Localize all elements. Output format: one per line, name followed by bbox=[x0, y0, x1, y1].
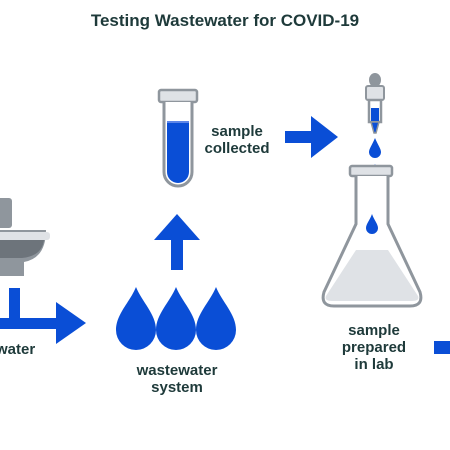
arrow-icon bbox=[285, 116, 338, 158]
sample-prepared-label: sample prepared in lab bbox=[341, 322, 407, 373]
dropper-icon bbox=[365, 73, 385, 134]
toilet-label: water bbox=[0, 341, 36, 358]
arrow-icon bbox=[154, 214, 200, 270]
test-tube-icon bbox=[157, 88, 199, 188]
wastewater-system-label: wastewater system bbox=[136, 362, 218, 396]
sample-collected-label: sample collected bbox=[204, 123, 270, 157]
toilet-icon bbox=[0, 198, 50, 276]
water-drops-icon bbox=[116, 287, 236, 350]
diagram-title: Testing Wastewater for COVID-19 bbox=[90, 11, 360, 30]
arrow-icon bbox=[434, 341, 450, 354]
arrow-icon bbox=[0, 288, 86, 344]
flask-icon bbox=[321, 164, 423, 308]
